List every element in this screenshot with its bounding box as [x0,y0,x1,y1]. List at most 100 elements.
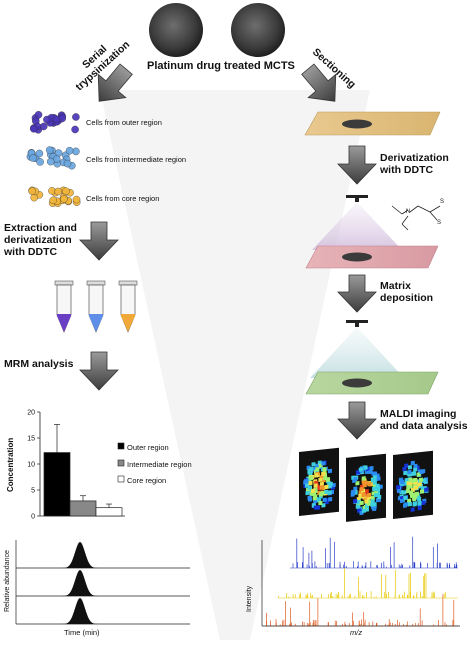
maldi-pixel [413,467,418,472]
cell [30,125,38,133]
maldi-pixel [359,486,364,492]
legend-swatch [117,459,125,467]
maldi-pixel [350,489,355,495]
mass-spectra [261,536,460,627]
chromatogram-peak [60,570,100,596]
maldi-pixel [320,490,325,496]
maldi-pixel [406,485,411,490]
maldi-pixel [355,504,360,509]
cell [36,158,44,166]
maldi-pixel [311,488,315,494]
maldi-pixel [359,500,364,506]
cell [46,157,55,166]
tissue-section-1 [304,111,441,136]
maldi-pixel [403,470,408,476]
maldi-pixel [313,505,318,510]
maldi-pixel [409,490,413,495]
y-tick-label: 0 [31,514,35,521]
y-tick-label: 10 [27,462,35,469]
tube-liquid [89,314,103,332]
maldi-pixel [324,489,329,495]
cell [35,149,44,158]
maldi-pixel [416,472,421,477]
maldi-pixel [364,499,369,504]
tube-outer [54,280,74,333]
cell [65,146,74,155]
maldi-pixel [369,465,374,471]
maldi-pixel [413,494,418,499]
maldi-pixel [371,477,375,483]
maldi-pixel [353,486,358,491]
chromatogram-peak [60,598,100,624]
bar-chart-ylabel: Concentration [6,437,15,492]
maldi-pixel [307,485,312,490]
step-extraction: Extraction and derivatization with DDTC [4,222,77,258]
maldi-pixel [353,477,358,482]
legend-intermediate: Intermediate region [127,460,192,469]
maldi-pixel [328,496,333,502]
maldi-pixel [321,485,326,491]
spectrum-ylabel: Intensity [246,585,253,612]
bar-core-region [95,507,123,517]
maldi-pixel [321,471,326,477]
bar-outer-region [43,452,71,517]
legend-outer: Outer region [127,443,169,452]
tissue-section-3 [305,371,439,395]
maldi-pixel [419,469,424,475]
ddtc-s-bottom: S [437,220,442,226]
y-tick-label: 5 [31,488,35,495]
tube-liquid [57,314,71,332]
maldi-pixel [324,484,329,490]
cell [45,146,54,154]
y-tick-label: 20 [27,410,35,417]
cell [30,193,38,202]
ddtc-s-top: S [440,199,445,205]
maldi-pixel [407,465,412,470]
tissue-section-2 [305,245,439,269]
maldi-pixel [313,483,318,488]
maldi-pixel [412,477,417,483]
sprayer-2 [310,320,404,378]
maldi-pixel [376,487,381,492]
legend-swatch [117,442,125,450]
maldi-pixel [419,477,423,483]
maldi-pixel [308,480,313,486]
step-derivatization: Derivatization with DDTC [380,152,449,176]
maldi-pixel [410,493,415,499]
cell [72,113,80,121]
maldi-pixel [421,500,426,506]
arrow-down-mrm [79,351,119,391]
maldi-pixel [376,476,381,481]
maldi-pixel [400,498,404,504]
legend-core: Core region [127,476,167,485]
y-tick-label: 15 [27,436,35,443]
maldi-pixel [361,492,366,498]
maldi-pixel [318,500,323,506]
cells-intermediate-label: Cells from intermediate region [86,155,187,164]
step-matrix: Matrix deposition [380,280,434,304]
maldi-pixel [408,477,413,483]
maldi-pixel [322,467,327,472]
cell [52,115,61,124]
maldi-pixel [361,476,366,481]
maldi-pixel [307,495,312,500]
maldi-pixel [363,465,368,470]
maldi-pixel [414,485,419,490]
cell [71,125,79,134]
chromatograms [15,540,190,625]
maldi-pixel [368,469,373,475]
cell [34,111,43,119]
ddtc-n: N [406,209,411,215]
maldi-pixel [404,463,409,468]
maldi-pixel [400,480,405,485]
cells-intermediate-cluster [26,146,80,170]
cell [29,154,37,162]
tube-intermediate [86,280,106,333]
maldi-pixel [359,467,363,472]
maldi-pixel [420,489,424,494]
cell [54,187,62,196]
maldi-pixel [322,497,327,503]
maldi-images [299,447,433,522]
maldi-pixel [373,492,378,498]
maldi-pixel [417,500,422,506]
